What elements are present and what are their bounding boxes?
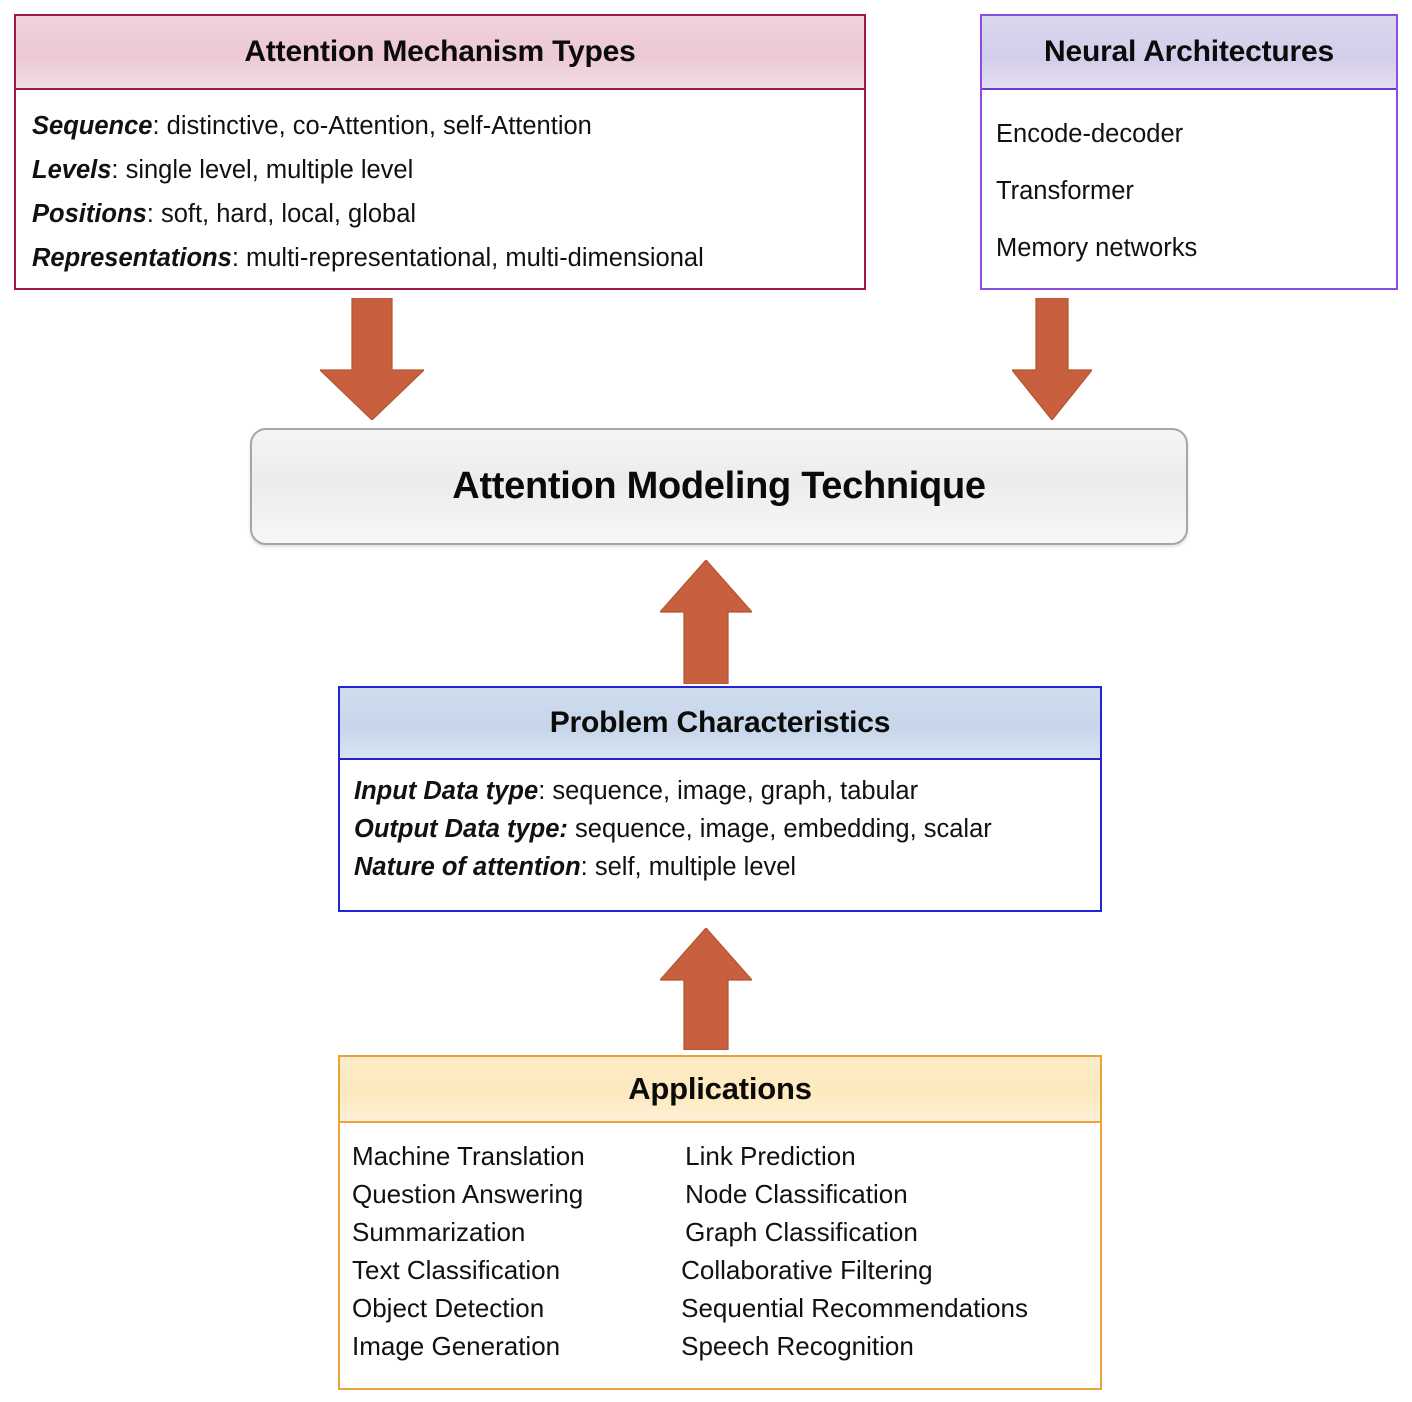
row-separator: :: [231, 244, 246, 272]
row-value: self, multiple level: [594, 853, 797, 881]
attention-mechanism-types-title: Attention Mechanism Types: [16, 16, 864, 90]
neural-architecture-item: Memory networks: [996, 234, 1198, 262]
row-label: Nature of attention: [354, 853, 581, 881]
attention-mechanism-types-body: Sequence: distinctive, co-Attention, sel…: [16, 90, 864, 287]
attention-modeling-technique-box: Attention Modeling Technique: [250, 428, 1188, 545]
attention-mechanism-types-box: Attention Mechanism Types Sequence: dist…: [14, 14, 866, 290]
row-label: Positions: [32, 200, 147, 228]
row-separator: :: [580, 853, 595, 881]
problem-characteristics-title: Problem Characteristics: [340, 688, 1100, 760]
neural-architecture-item: Encode-decoder: [996, 120, 1184, 148]
application-item: Object Detection: [352, 1293, 545, 1323]
applications-title: Applications: [340, 1057, 1100, 1123]
application-item: Speech Recognition: [681, 1331, 914, 1361]
attention-mechanism-row: Sequence: distinctive, co-Attention, sel…: [32, 104, 848, 148]
problem-characteristic-row: Nature of attention: self, multiple leve…: [354, 848, 1086, 886]
attention-modeling-technique-label: Attention Modeling Technique: [452, 465, 986, 507]
applications-body: Machine Translation Question Answering S…: [340, 1123, 1100, 1387]
neural-architectures-body: Encode-decoder Transformer Memory networ…: [982, 90, 1396, 287]
neural-architectures-box: Neural Architectures Encode-decoder Tran…: [980, 14, 1398, 290]
application-item: Link Prediction: [685, 1141, 856, 1171]
attention-mechanism-row: Positions: soft, hard, local, global: [32, 192, 848, 236]
application-item: Sequential Recommendations: [681, 1293, 1028, 1323]
arrow-problem-characteristics-to-technique: [660, 560, 752, 684]
arrow-neural-architectures-to-technique: [1012, 298, 1092, 420]
problem-characteristics-box: Problem Characteristics Input Data type:…: [338, 686, 1102, 912]
row-separator: :: [152, 112, 167, 140]
row-value: multi-representational, multi-dimensiona…: [245, 244, 704, 272]
arrow-attention-types-to-technique: [320, 298, 424, 420]
row-value: sequence, image, embedding, scalar: [575, 815, 992, 843]
application-item: Graph Classification: [685, 1217, 918, 1247]
row-separator: [568, 815, 575, 843]
problem-characteristic-row: Input Data type: sequence, image, graph,…: [354, 772, 1086, 810]
application-item: Question Answering: [352, 1179, 584, 1209]
application-item: Summarization: [352, 1217, 526, 1247]
problem-characteristic-row: Output Data type: sequence, image, embed…: [354, 810, 1086, 848]
application-item: Machine Translation: [352, 1141, 585, 1171]
applications-box: Applications Machine Translation Questio…: [338, 1055, 1102, 1390]
row-label: Sequence: [32, 112, 153, 140]
row-value: soft, hard, local, global: [160, 200, 417, 228]
application-item: Node Classification: [685, 1179, 908, 1209]
attention-mechanism-row: Levels: single level, multiple level: [32, 148, 848, 192]
row-separator: :: [111, 156, 126, 184]
row-label: Representations: [32, 244, 232, 272]
application-item: Image Generation: [352, 1331, 561, 1361]
row-separator: :: [146, 200, 161, 228]
row-value: sequence, image, graph, tabular: [552, 777, 919, 805]
attention-mechanism-row: Representations: multi-representational,…: [32, 236, 848, 280]
problem-characteristics-body: Input Data type: sequence, image, graph,…: [340, 760, 1100, 908]
row-label: Levels: [32, 156, 112, 184]
row-value: distinctive, co-Attention, self-Attentio…: [166, 112, 592, 140]
applications-column-left: Machine Translation Question Answering S…: [340, 1137, 681, 1387]
neural-architectures-title: Neural Architectures: [982, 16, 1396, 90]
arrow-applications-to-problem-characteristics: [660, 928, 752, 1050]
row-label: Output Data type:: [354, 815, 568, 843]
row-value: single level, multiple level: [125, 156, 414, 184]
applications-column-right: Link Prediction Node Classification Grap…: [681, 1137, 1100, 1387]
row-separator: :: [538, 777, 553, 805]
application-item: Collaborative Filtering: [681, 1255, 933, 1285]
neural-architecture-item: Transformer: [996, 177, 1134, 205]
row-label: Input Data type: [354, 777, 539, 805]
application-item: Text Classification: [352, 1255, 561, 1285]
